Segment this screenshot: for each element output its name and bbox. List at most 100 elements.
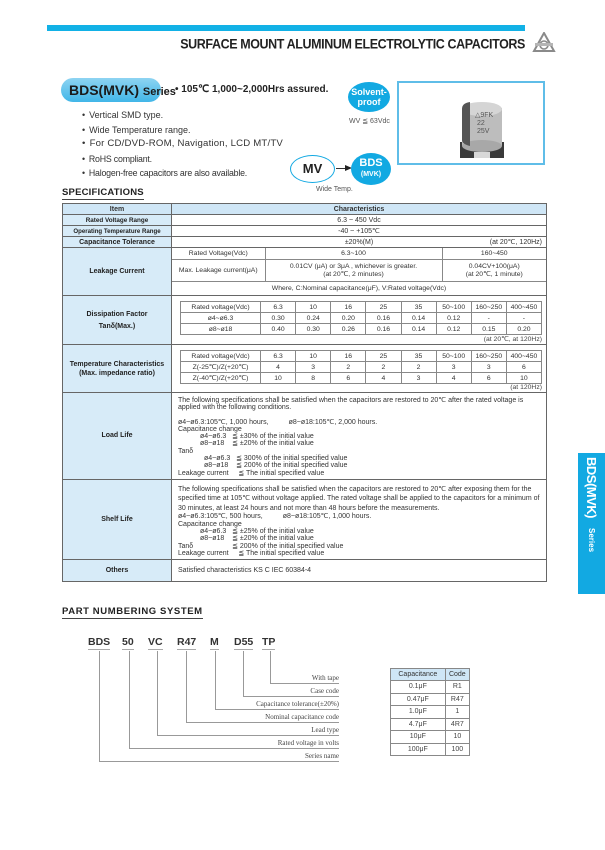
shelf-life-text: The following specifications shall be sa… xyxy=(171,478,547,561)
feature-item: RoHS compliant. xyxy=(82,152,283,167)
arrow-right-icon xyxy=(345,165,352,171)
part-code-segment: 50 xyxy=(122,636,134,650)
temperature-cell: 10 xyxy=(259,372,297,384)
formula-text: 0.01CV (μA) or 3μA , whichever is greate… xyxy=(289,262,418,270)
flow-caption: Wide Temp. xyxy=(316,186,353,193)
capacitance-value: 0.1μF xyxy=(390,680,446,694)
spec-row-dissipation: Dissipation Factor Tanδ(Max.) Rated volt… xyxy=(62,295,547,345)
leakage-subtable: Rated Voltage(Vdc) 6.3~100 160~450 Max. … xyxy=(172,248,546,295)
temperature-cell: Z(-40℃)/Z(+20℃) xyxy=(180,372,261,384)
spec-label: Rated Voltage Range xyxy=(62,214,172,226)
mvk-label: (MVK) xyxy=(360,171,382,178)
part-code-label: Capacitance tolerance(±20%) xyxy=(256,700,339,708)
tan-large: ø8~ø18 ≦ 200% of the initial specified v… xyxy=(204,462,348,470)
working-voltage-note: WV ≦ 63Vdc xyxy=(349,118,390,125)
leakage-max-label: Max. Leakage current(μA) xyxy=(172,258,266,282)
specifications-table: Item Characteristics Rated Voltage Range… xyxy=(62,203,547,583)
temperature-cell: 4 xyxy=(435,372,472,384)
part-numbering-title: PART NUMBERING SYSTEM xyxy=(62,606,203,619)
dissipation-cell: Rated voltage(Vdc) xyxy=(180,301,261,313)
dissipation-cell: 0.16 xyxy=(365,323,402,335)
dissipation-cell: 0.24 xyxy=(295,312,332,324)
dissipation-cell: ø8~ø18 xyxy=(180,323,261,335)
part-code-label: Case code xyxy=(310,687,339,695)
temperature-cell: 3 xyxy=(400,372,437,384)
code-value: 100 xyxy=(444,742,471,756)
tc-note: (at 120Hz) xyxy=(510,384,542,391)
arrow-line xyxy=(336,168,348,169)
spec-label: Leakage Current xyxy=(62,247,172,296)
temp-label-1: Temperature Characteristics xyxy=(69,360,165,368)
solvent-line-2: proof xyxy=(357,97,381,107)
feature-item: Wide Temperature range. xyxy=(82,123,283,138)
spec-row-rated-voltage: Rated Voltage Range 6.3 ~ 450 Vdc xyxy=(62,214,547,226)
leader-line xyxy=(215,651,216,709)
dissipation-cell: - xyxy=(505,312,543,324)
feature-item: Vertical SMD type. xyxy=(82,108,283,123)
dissipation-cell: 0.20 xyxy=(505,323,543,335)
part-code-segment: BDS xyxy=(88,636,111,650)
solvent-line-1: Solvent- xyxy=(351,87,387,97)
temperature-cell: 160~250 xyxy=(470,350,507,362)
series-headline: • 105℃ 1,000~2,000Hrs assured. xyxy=(175,84,329,95)
spec-label: Shelf Life xyxy=(62,478,172,561)
code-value: 10 xyxy=(444,730,471,744)
temperature-cell: 35 xyxy=(400,350,437,362)
feature-item: For CD/DVD-ROM, Navigation, LCD MT/TV xyxy=(82,137,283,152)
cap-change-small: ø4~ø6.3 ≦ ±30% of the initial value xyxy=(200,433,314,441)
feature-item: Halogen-free capacitors are also availab… xyxy=(82,166,283,181)
dissipation-cell: 0.12 xyxy=(435,312,472,324)
temperature-cell: 25 xyxy=(365,350,402,362)
cap-change-label: Capacitance change xyxy=(178,520,242,528)
cap-change-small: ø4~ø6.3 ≦ ±25% of the initial value xyxy=(200,528,314,536)
condition-text: (at 20℃, 1 minute) xyxy=(465,270,523,278)
col-header-characteristics: Characteristics xyxy=(171,203,547,215)
specifications-title: SPECIFICATIONS xyxy=(62,187,144,200)
side-tab-main: BDS(MVK) xyxy=(584,457,599,518)
temperature-cell: 3 xyxy=(435,361,472,373)
dissipation-cell: 35 xyxy=(400,301,437,313)
temperature-cell: 3 xyxy=(470,361,507,373)
dissipation-cell: ø4~ø6.3 xyxy=(180,312,261,324)
cap-change-label: Capacitance change xyxy=(178,425,242,433)
part-code-label: Series name xyxy=(304,752,339,760)
leader-line xyxy=(270,651,271,683)
dissipation-cell: 0.30 xyxy=(259,312,297,324)
spec-note: (at 20℃, 120Hz) xyxy=(489,239,542,246)
temperature-cell: 10 xyxy=(295,350,332,362)
leader-line xyxy=(157,651,158,735)
df-note: (at 20℃, at 120Hz) xyxy=(483,336,542,343)
spec-value: 6.3 ~ 450 Vdc xyxy=(171,214,547,226)
spec-label: Temperature Characteristics (Max. impeda… xyxy=(62,344,172,393)
tan-label: Tanδ xyxy=(178,447,194,455)
svg-text:22: 22 xyxy=(477,120,485,127)
load-life-intro: The following specifications shall be sa… xyxy=(178,397,524,412)
capacitor-photo: △9FK 22 25V xyxy=(460,102,504,158)
code-value: R47 xyxy=(444,692,471,706)
dissipation-cell: 0.12 xyxy=(435,323,472,335)
header-accent-bar xyxy=(47,25,525,31)
part-code-segment: M xyxy=(210,636,219,650)
capacitance-value: 10μF xyxy=(390,730,446,744)
dissipation-cell: 400~450 xyxy=(505,301,543,313)
leakage-rv-label: Rated Voltage(Vdc) xyxy=(172,248,266,260)
leakage-line: Leakage current ≦ The initial specified … xyxy=(178,549,325,557)
spec-value: Satisfied characteristics KS C IEC 60384… xyxy=(171,559,547,583)
dissipation-cell: 0.30 xyxy=(295,323,332,335)
part-code-segment: R47 xyxy=(177,636,197,650)
leader-line xyxy=(270,683,339,684)
leader-line xyxy=(243,696,339,697)
temperature-cell: 6 xyxy=(330,372,367,384)
spec-label: Others xyxy=(62,559,172,583)
cap-change-large: ø8~ø18 ≦ ±20% of the initial value xyxy=(200,535,314,543)
header-capacitance: Capacitance xyxy=(390,668,446,681)
df-label-1: Dissipation Factor xyxy=(86,310,148,318)
